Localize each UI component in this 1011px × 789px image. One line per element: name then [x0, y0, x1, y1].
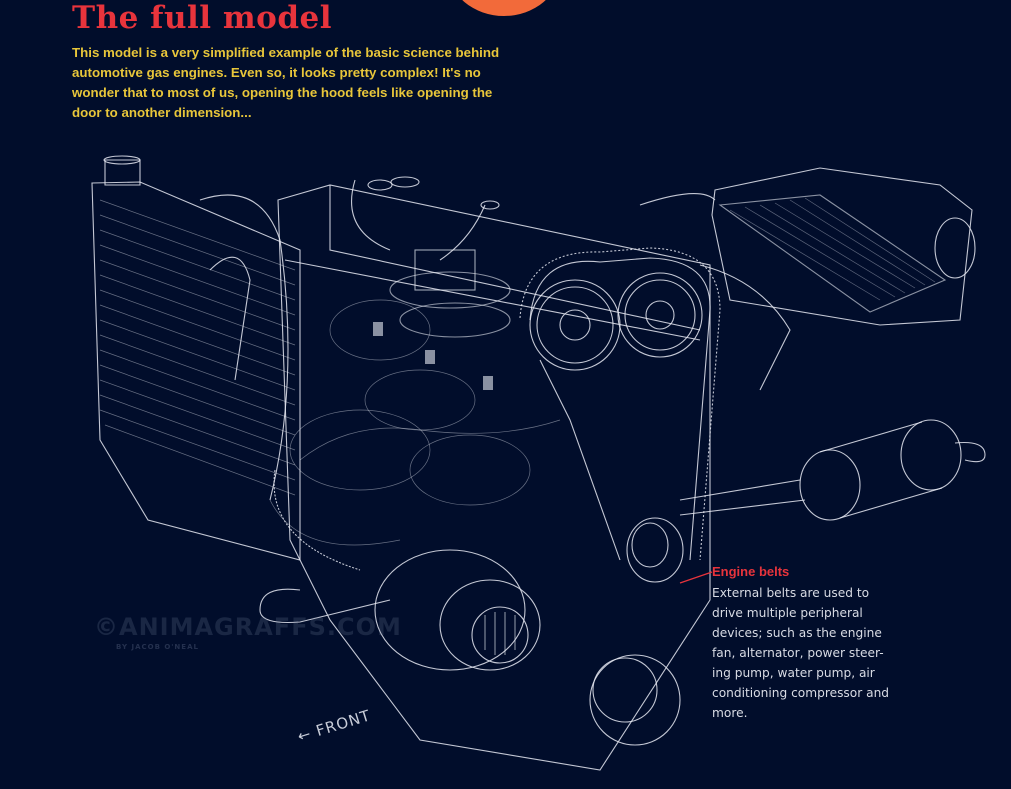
flywheel — [259, 469, 391, 624]
callout-leader-line — [679, 571, 713, 584]
alternator — [374, 549, 541, 671]
muffler — [679, 419, 986, 521]
watermark-byline: BY JACOB O'NEAL — [116, 643, 199, 651]
callout-title-engine-belts: Engine belts — [712, 564, 790, 579]
timing-belt — [519, 247, 721, 561]
watermark: ©ANIMAGRAFFS.COM — [94, 613, 402, 641]
page-title: The full model — [72, 0, 332, 36]
air-filter — [639, 167, 976, 391]
crank-pulley — [589, 517, 684, 746]
engine-block — [269, 176, 711, 771]
radiator — [91, 155, 301, 561]
intro-paragraph: This model is a very simplified example … — [72, 45, 500, 120]
callout-body-engine-belts: External belts are used to drive multipl… — [712, 586, 890, 720]
